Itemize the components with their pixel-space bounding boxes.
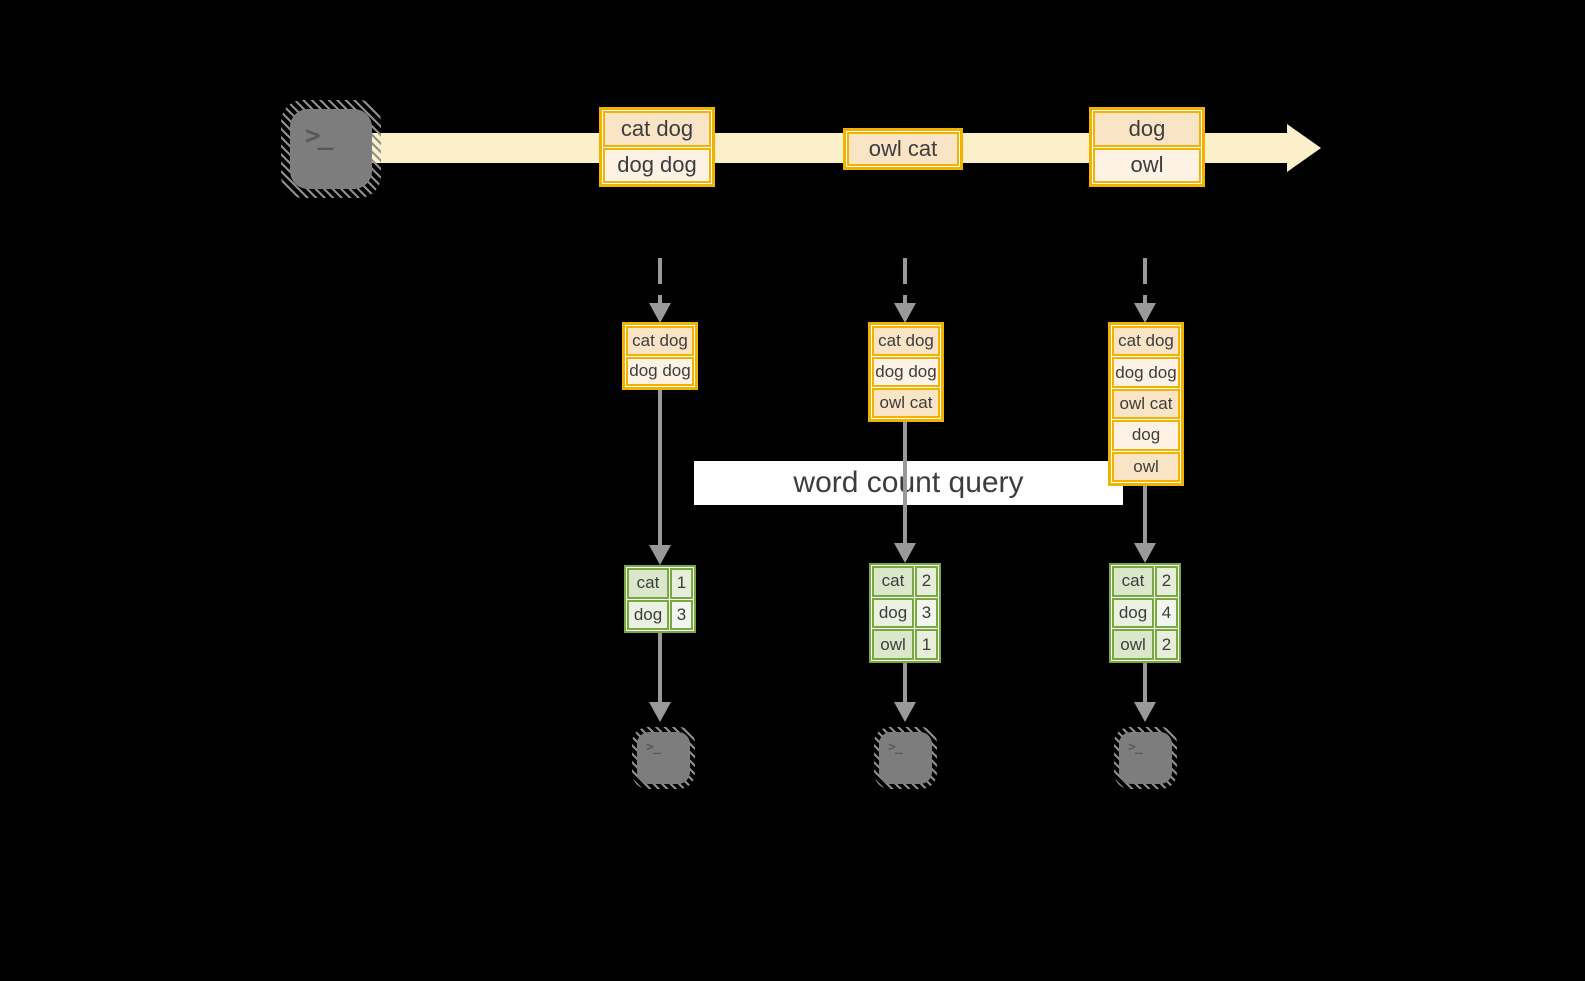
count-word: cat (872, 566, 914, 597)
count-value: 1 (670, 568, 693, 599)
dashed-arrow-head-icon (649, 303, 671, 323)
stream-batch-1: cat dog dog dog (599, 107, 715, 187)
count-row: dog 3 (872, 597, 938, 629)
state-record: cat dog (626, 326, 694, 356)
count-value: 3 (670, 599, 693, 630)
terminal-screen: >_ (1119, 732, 1172, 784)
stream-arrow-head (1287, 124, 1321, 172)
terminal-prompt-icon: >_ (305, 121, 333, 151)
count-row: dog 3 (627, 599, 693, 630)
stream-record: owl (1093, 147, 1201, 183)
count-row: dog 4 (1112, 597, 1178, 629)
terminal-screen: >_ (637, 732, 690, 784)
state-record: owl cat (872, 388, 940, 418)
count-value: 3 (915, 597, 938, 629)
count-row: owl 2 (1112, 629, 1178, 661)
dashed-arrow-head-icon (894, 303, 916, 323)
state-record: dog dog (626, 356, 694, 386)
count-table-1: cat 1 dog 3 (624, 565, 696, 633)
stream-record: owl cat (847, 132, 959, 166)
sink-terminal-icon-2: >_ (874, 727, 937, 789)
arrow-head-icon (1134, 543, 1156, 563)
connector-line (903, 663, 907, 702)
count-word: cat (627, 568, 669, 599)
state-box-1: cat dog dog dog (622, 322, 698, 390)
count-value: 2 (915, 566, 938, 597)
count-row: cat 2 (872, 566, 938, 597)
count-row: owl 1 (872, 629, 938, 661)
terminal-screen: >_ (879, 732, 932, 784)
arrow-head-icon (894, 702, 916, 722)
count-row: cat 1 (627, 568, 693, 599)
state-record: dog dog (1112, 357, 1180, 388)
dashed-arrow-line (1143, 258, 1147, 304)
arrow-head-icon (649, 702, 671, 722)
state-record: owl (1112, 451, 1180, 483)
count-value: 4 (1155, 597, 1178, 629)
state-box-3: cat dog dog dog owl cat dog owl (1108, 322, 1184, 486)
connector-line (658, 633, 662, 702)
arrow-head-icon (649, 545, 671, 565)
state-record: owl cat (1112, 388, 1180, 420)
dashed-arrow-line (658, 258, 662, 304)
stream-record: dog dog (603, 147, 711, 183)
count-word: owl (1112, 629, 1154, 661)
connector-line (903, 422, 907, 543)
dashed-arrow-line (903, 258, 907, 304)
connector-line (1143, 663, 1147, 702)
terminal-screen: >_ (290, 109, 372, 189)
state-record: dog (1112, 420, 1180, 451)
state-record: dog dog (872, 357, 940, 387)
count-table-3: cat 2 dog 4 owl 2 (1109, 563, 1181, 663)
count-row: cat 2 (1112, 566, 1178, 597)
state-box-2: cat dog dog dog owl cat (868, 322, 944, 422)
count-value: 2 (1155, 629, 1178, 661)
count-word: owl (872, 629, 914, 661)
count-word: dog (1112, 597, 1154, 629)
count-word: cat (1112, 566, 1154, 597)
arrow-head-icon (1134, 702, 1156, 722)
count-word: dog (872, 597, 914, 629)
count-word: dog (627, 599, 669, 630)
terminal-prompt-icon: >_ (1128, 740, 1143, 755)
source-terminal-icon: >_ (281, 100, 381, 198)
terminal-prompt-icon: >_ (888, 740, 903, 755)
count-table-2: cat 2 dog 3 owl 1 (869, 563, 941, 663)
query-band: word count query (694, 461, 1123, 505)
connector-line (658, 390, 662, 545)
terminal-prompt-icon: >_ (646, 740, 661, 755)
sink-terminal-icon-1: >_ (632, 727, 695, 789)
stream-record: cat dog (603, 111, 711, 147)
arrow-head-icon (894, 543, 916, 563)
state-record: cat dog (1112, 326, 1180, 357)
count-value: 2 (1155, 566, 1178, 597)
state-record: cat dog (872, 326, 940, 356)
sink-terminal-icon-3: >_ (1114, 727, 1177, 789)
stream-batch-3: dog owl (1089, 107, 1205, 187)
connector-line (1143, 486, 1147, 543)
query-label: word count query (793, 466, 1024, 499)
dashed-arrow-head-icon (1134, 303, 1156, 323)
count-value: 1 (915, 629, 938, 661)
stream-batch-2: owl cat (843, 128, 963, 170)
stream-record: dog (1093, 111, 1201, 147)
